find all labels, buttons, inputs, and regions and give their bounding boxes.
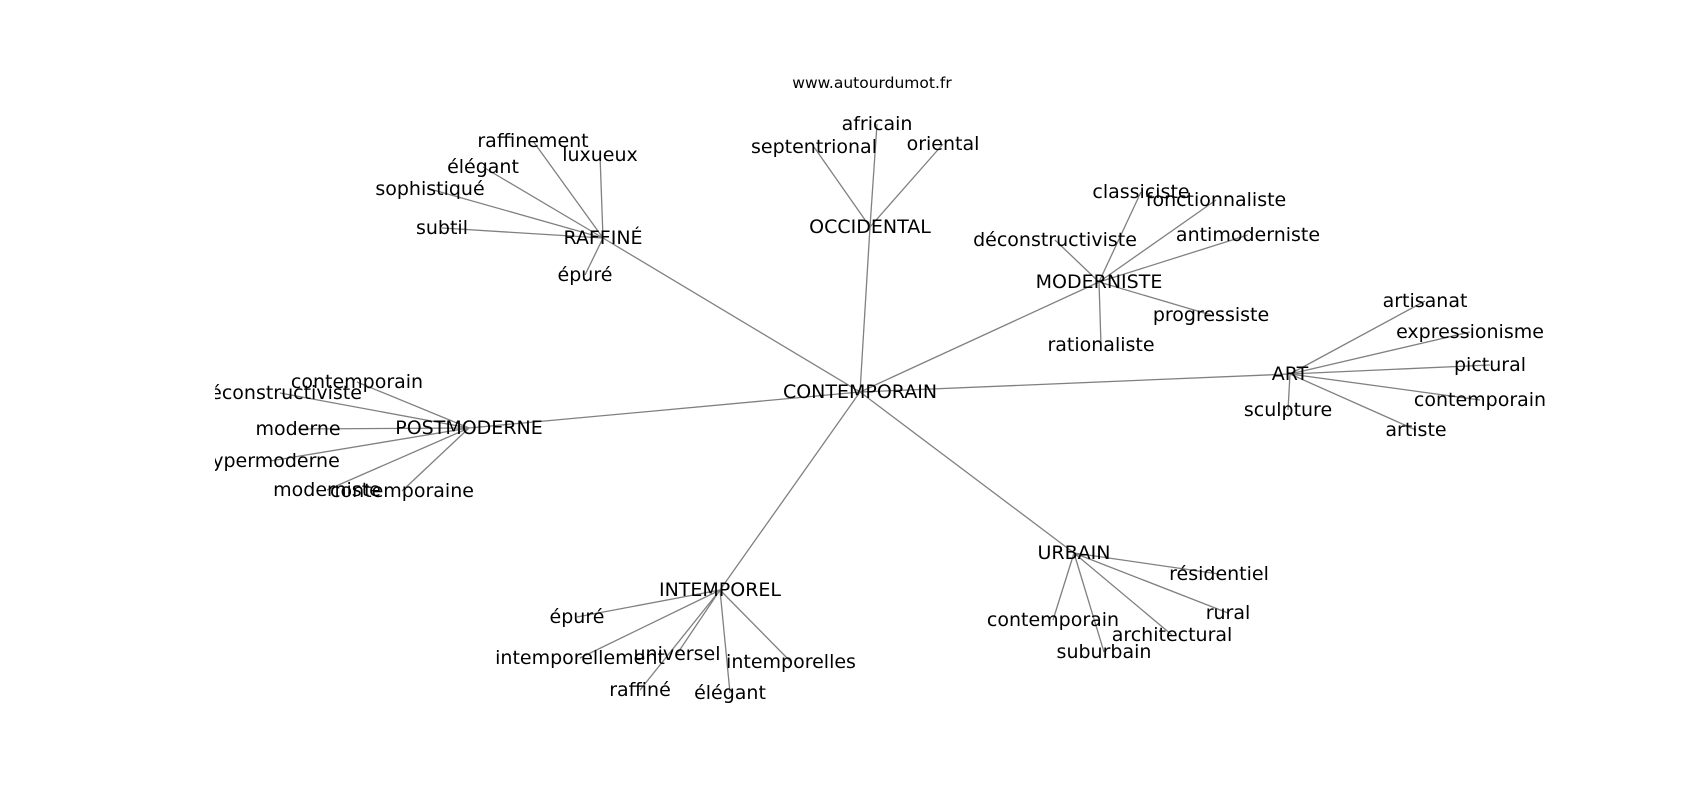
edge-cluster-to-leaf — [869, 123, 878, 228]
leaf-node-label: antimoderniste — [1176, 224, 1320, 246]
cluster-node-label: OCCIDENTAL — [809, 216, 931, 238]
leaf-node-label: contemporaine — [330, 480, 474, 502]
leaf-node-label: classiciste — [1092, 181, 1189, 203]
leaf-node-label: élégant — [694, 682, 766, 704]
leaf-node-label: oriental — [907, 133, 980, 155]
edge-cluster-to-leaf — [576, 589, 721, 618]
leaf-node-label: africain — [842, 113, 913, 135]
leaf-node-label: artisanat — [1383, 290, 1468, 312]
leaf-node-label: épuré — [550, 606, 605, 628]
leaf-node-label: universel — [634, 643, 721, 665]
edge-cluster-to-leaf — [719, 589, 792, 663]
leaf-node-label: intemporelles — [726, 651, 856, 673]
leaf-node-label: expressionisme — [1396, 321, 1544, 343]
edge-cluster-to-leaf — [1098, 281, 1102, 346]
edge-cluster-to-leaf — [1073, 552, 1220, 575]
leaf-node-label: sophistiqué — [375, 178, 484, 200]
leaf-node-label: suburbain — [1057, 641, 1152, 663]
edge-cluster-to-leaf — [1289, 300, 1426, 375]
leaf-node-label: progressiste — [1153, 304, 1269, 326]
cluster-node-label: INTEMPOREL — [659, 579, 781, 601]
cluster-node-label: MODERNISTE — [1036, 271, 1163, 293]
edge-cluster-to-leaf — [639, 589, 721, 691]
leaf-node-label: sculpture — [1244, 399, 1332, 421]
leaf-node-label: contemporain — [291, 371, 423, 393]
edge-cluster-to-leaf — [1289, 373, 1481, 401]
cluster-node-label: ART — [1272, 363, 1309, 385]
edge-cluster-to-leaf — [269, 427, 470, 462]
edge-center-to-cluster — [859, 391, 1075, 554]
cluster-node-label: URBAIN — [1038, 542, 1111, 564]
edge-cluster-to-leaf — [1073, 552, 1105, 653]
leaf-node-label: déconstructiviste — [198, 382, 362, 404]
edge-cluster-to-leaf — [584, 237, 604, 276]
edge-center-to-cluster — [859, 373, 1291, 393]
leaf-node-label: raffiné — [609, 679, 671, 701]
edge-center-to-cluster — [468, 391, 861, 429]
edge-cluster-to-leaf — [1073, 552, 1173, 636]
edge-cluster-to-leaf — [1287, 373, 1291, 411]
leaf-node-label: fonctionnaliste — [1146, 189, 1286, 211]
leaf-node-label: contemporain — [1414, 389, 1546, 411]
edge-cluster-to-leaf — [429, 188, 604, 239]
edge-cluster-to-leaf — [719, 589, 731, 694]
edge-center-to-cluster — [859, 281, 1100, 393]
edge-cluster-to-leaf — [1052, 552, 1075, 621]
leaf-node-label: moderniste — [273, 479, 381, 501]
edge-cluster-to-leaf — [279, 392, 470, 429]
edge-cluster-to-leaf — [297, 427, 470, 430]
edge-center-to-cluster — [859, 226, 871, 393]
edge-cluster-to-leaf — [326, 427, 470, 491]
edge-cluster-to-leaf — [441, 227, 604, 239]
leaf-node-label: résidentiel — [1169, 563, 1269, 585]
edge-center-to-cluster — [719, 391, 861, 591]
leaf-node-label: architectural — [1112, 624, 1233, 646]
edge-cluster-to-leaf — [813, 146, 871, 228]
leaf-node-label: contemporain — [987, 609, 1119, 631]
leaf-node-label: déconstructiviste — [973, 229, 1137, 251]
leaf-node-label: subtil — [416, 217, 468, 239]
leaf-node-label: hypermoderne — [200, 450, 340, 472]
edge-cluster-to-leaf — [401, 427, 470, 492]
leaf-node-label: artiste — [1385, 419, 1446, 441]
edge-cluster-to-leaf — [676, 589, 721, 655]
cluster-node-label: POSTMODERNE — [395, 417, 542, 439]
leaf-node-label: pictural — [1454, 354, 1526, 376]
leaf-node-label: rationaliste — [1047, 334, 1154, 356]
cluster-node-label: RAFFINÉ — [563, 226, 642, 249]
edge-cluster-to-leaf — [1289, 364, 1491, 375]
edge-cluster-to-leaf — [1073, 552, 1229, 614]
leaf-node-label: septentrional — [751, 136, 877, 158]
edge-cluster-to-leaf — [1098, 281, 1212, 316]
edge-cluster-to-leaf — [869, 143, 944, 228]
leaf-node-label: luxueux — [562, 144, 638, 166]
leaf-node-label: élégant — [447, 156, 519, 178]
leaf-node-label: moderne — [255, 418, 340, 440]
edge-cluster-to-leaf — [1289, 373, 1417, 431]
leaf-node-label: raffinement — [477, 130, 588, 152]
edge-cluster-to-leaf — [532, 140, 604, 239]
edge-center-to-cluster — [602, 237, 861, 393]
edge-cluster-to-leaf — [1098, 191, 1142, 283]
leaf-node-label: épuré — [558, 264, 613, 286]
edge-cluster-to-leaf — [579, 589, 721, 659]
edge-cluster-to-leaf — [482, 166, 604, 239]
edge-cluster-to-leaf — [1054, 239, 1100, 283]
edge-cluster-to-leaf — [599, 154, 604, 239]
leaf-node-label: rural — [1206, 602, 1251, 624]
center-node-label: CONTEMPORAIN — [783, 381, 937, 403]
edge-cluster-to-leaf — [1098, 234, 1249, 283]
edge-cluster-to-leaf — [1098, 199, 1217, 283]
edge-cluster-to-leaf — [1289, 331, 1471, 375]
leaf-node-label: intemporellement — [495, 647, 665, 669]
source-label: www.autourdumot.fr — [792, 74, 952, 92]
edge-cluster-to-leaf — [356, 381, 470, 429]
